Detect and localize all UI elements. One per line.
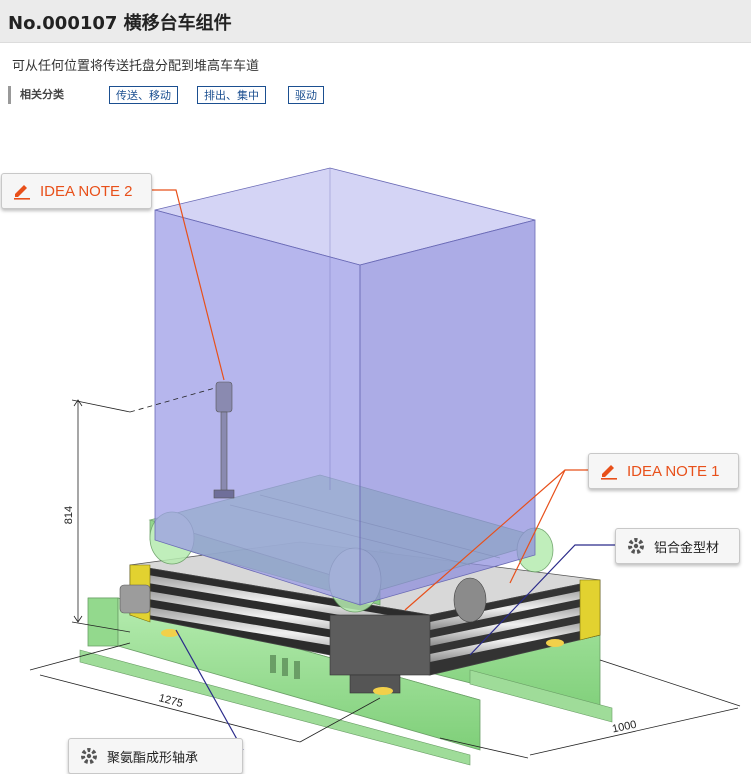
dimension-length-label: 1275 [157, 692, 184, 710]
category-label: 相关分类 [8, 86, 64, 104]
aluminum-profile-label: 铝合金型材 [654, 540, 720, 556]
dimension-height-label: 814 [63, 506, 75, 524]
pencil-icon [599, 461, 619, 481]
callout-leaders [152, 189, 615, 751]
idea-note-1-label: IDEA NOTE 1 [627, 462, 720, 480]
dimension-width-label: 1000 [611, 719, 637, 736]
gear-icon [626, 536, 646, 556]
sensor-post [213, 381, 235, 499]
tag-drive[interactable]: 驱动 [288, 86, 324, 104]
page-header: No.000107 横移台车组件 [0, 0, 751, 43]
urethane-bearing-label: 聚氨酯成形轴承 [107, 750, 199, 766]
aluminum-profile-button[interactable]: 铝合金型材 [615, 528, 740, 564]
page-title: No.000107 横移台车组件 [8, 13, 232, 34]
product-description: 可从任何位置将传送托盘分配到堆高车车道 [12, 59, 260, 74]
product-diagram: 814 1275 1000 IDEA NOTE 2 IDEA NOTE 1 铝合… [0, 110, 751, 774]
category-row: 相关分类 传送、移动 排出、集中 驱动 [8, 86, 748, 106]
load-box [154, 167, 536, 606]
gear-icon [79, 746, 99, 766]
idea-note-2-label: IDEA NOTE 2 [40, 182, 133, 200]
assembly-illustration: 814 1275 1000 [29, 167, 741, 766]
urethane-bearing-button[interactable]: 聚氨酯成形轴承 [68, 738, 243, 774]
dimension-lines [29, 387, 741, 759]
idea-note-2-button[interactable]: IDEA NOTE 2 [1, 173, 152, 209]
tag-discharge-collect[interactable]: 排出、集中 [197, 86, 266, 104]
tag-transport-move[interactable]: 传送、移动 [109, 86, 178, 104]
pencil-icon [12, 181, 32, 201]
idea-note-1-button[interactable]: IDEA NOTE 1 [588, 453, 739, 489]
